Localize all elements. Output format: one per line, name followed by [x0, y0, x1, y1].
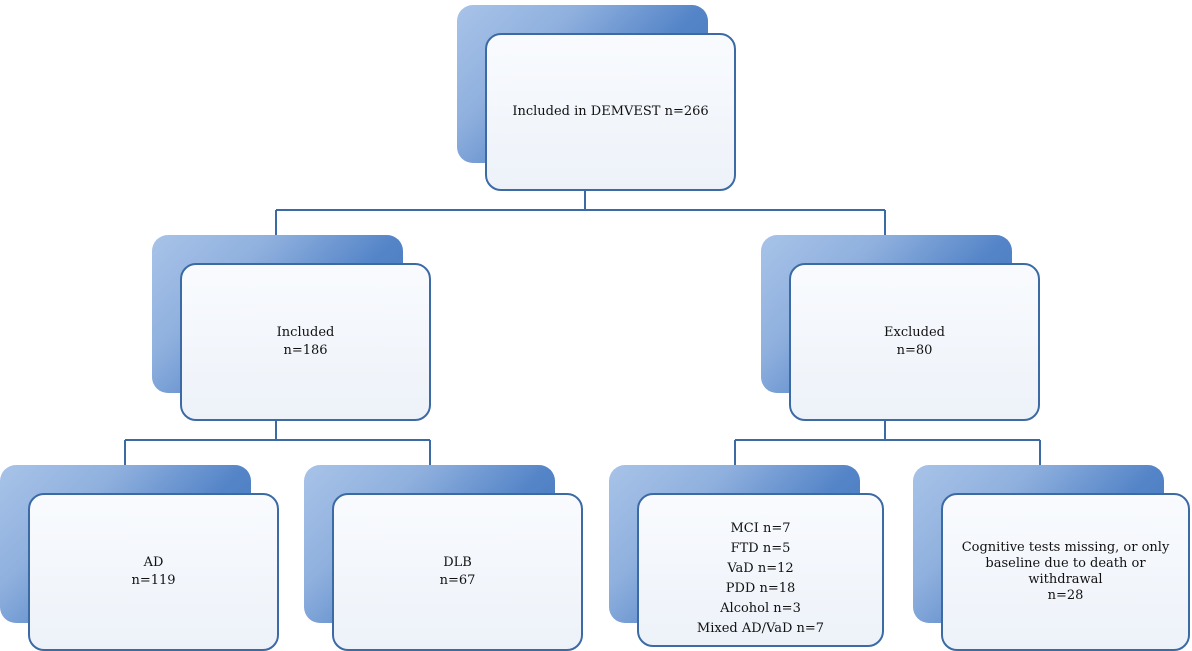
node-included-count: n=186	[283, 343, 328, 358]
node-ad-label: AD	[143, 555, 164, 570]
missing-line-1: Cognitive tests missing, or only	[961, 540, 1170, 555]
diagnosis-ftd: FTD n=5	[730, 541, 791, 556]
diagnosis-mci: MCI n=7	[730, 521, 791, 536]
diagnosis-pdd: PDD n=18	[725, 581, 796, 596]
node-root-card: Included in DEMVEST n=266	[485, 33, 736, 191]
node-excluded-missing-text: Cognitive tests missing, or only baselin…	[943, 540, 1188, 604]
node-ad-card: AD n=119	[28, 493, 279, 651]
diagnosis-vad: VaD n=12	[727, 561, 794, 576]
node-ad-text: AD n=119	[115, 554, 191, 590]
node-excluded-text: Excluded n=80	[868, 324, 961, 360]
node-excluded-card: Excluded n=80	[789, 263, 1040, 421]
node-excluded-diagnoses-card: MCI n=7 FTD n=5 VaD n=12 PDD n=18 Alcoho…	[637, 493, 884, 647]
node-root-line: Included in DEMVEST n=266	[512, 104, 709, 119]
node-dlb-label: DLB	[443, 555, 472, 570]
node-excluded-missing-card: Cognitive tests missing, or only baselin…	[941, 493, 1190, 651]
node-dlb-count: n=67	[439, 573, 476, 588]
node-dlb-card: DLB n=67	[332, 493, 583, 651]
diagnosis-mixed-ad-vad: Mixed AD/VaD n=7	[696, 621, 825, 636]
missing-count: n=28	[1047, 588, 1084, 603]
node-excluded-label: Excluded	[884, 325, 945, 340]
node-included-text: Included n=186	[261, 324, 351, 360]
missing-line-2: baseline due to death or withdrawal	[985, 556, 1146, 587]
node-dlb-text: DLB n=67	[424, 554, 492, 590]
node-excluded-diagnoses-text: MCI n=7 FTD n=5 VaD n=12 PDD n=18 Alcoho…	[681, 519, 840, 639]
node-included-label: Included	[276, 325, 335, 340]
node-root-text: Included in DEMVEST n=266	[496, 103, 724, 121]
node-excluded-count: n=80	[896, 343, 933, 358]
node-included-card: Included n=186	[180, 263, 431, 421]
node-ad-count: n=119	[131, 573, 176, 588]
diagnosis-alcohol: Alcohol n=3	[720, 601, 801, 616]
